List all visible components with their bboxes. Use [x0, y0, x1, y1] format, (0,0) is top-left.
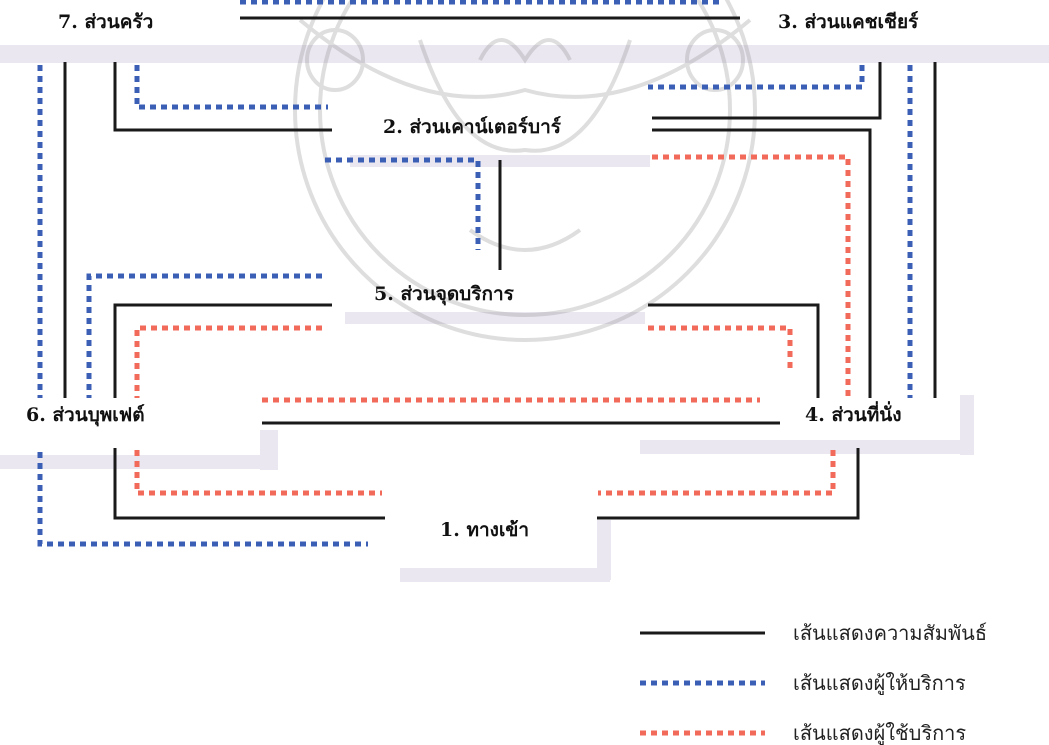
zone-label-kitchen: 7. ส่วนครัว	[58, 11, 153, 33]
watermark-emblem-icon	[293, 0, 757, 342]
legend-user-label: เส้นแสดงผู้ใช้บริการ	[793, 721, 966, 745]
provider-lines	[37, 0, 913, 547]
zone-label-seating: 4. ส่วนที่นั่ง	[805, 401, 902, 426]
zone-label-buffet: 6. ส่วนบุพเฟต์	[26, 404, 145, 427]
legend-provider-label: เส้นแสดงผู้ให้บริการ	[793, 671, 966, 696]
legend: เส้นแสดงความสัมพันธ์ เส้นแสดงผู้ให้บริกา…	[640, 621, 987, 745]
zone-label-service-point: 5. ส่วนจุดบริการ	[374, 283, 515, 306]
legend-relationship-label: เส้นแสดงความสัมพันธ์	[793, 621, 987, 645]
user-lines	[134, 154, 851, 496]
zone-label-cashier: 3. ส่วนแคชเชียร์	[778, 11, 919, 33]
zone-label-entrance: 1. ทางเข้า	[440, 519, 529, 541]
zone-label-counter-bar: 2. ส่วนเคาน์เตอร์บาร์	[383, 116, 562, 138]
background-shadows	[0, 45, 1049, 582]
relationship-lines	[63, 16, 937, 520]
